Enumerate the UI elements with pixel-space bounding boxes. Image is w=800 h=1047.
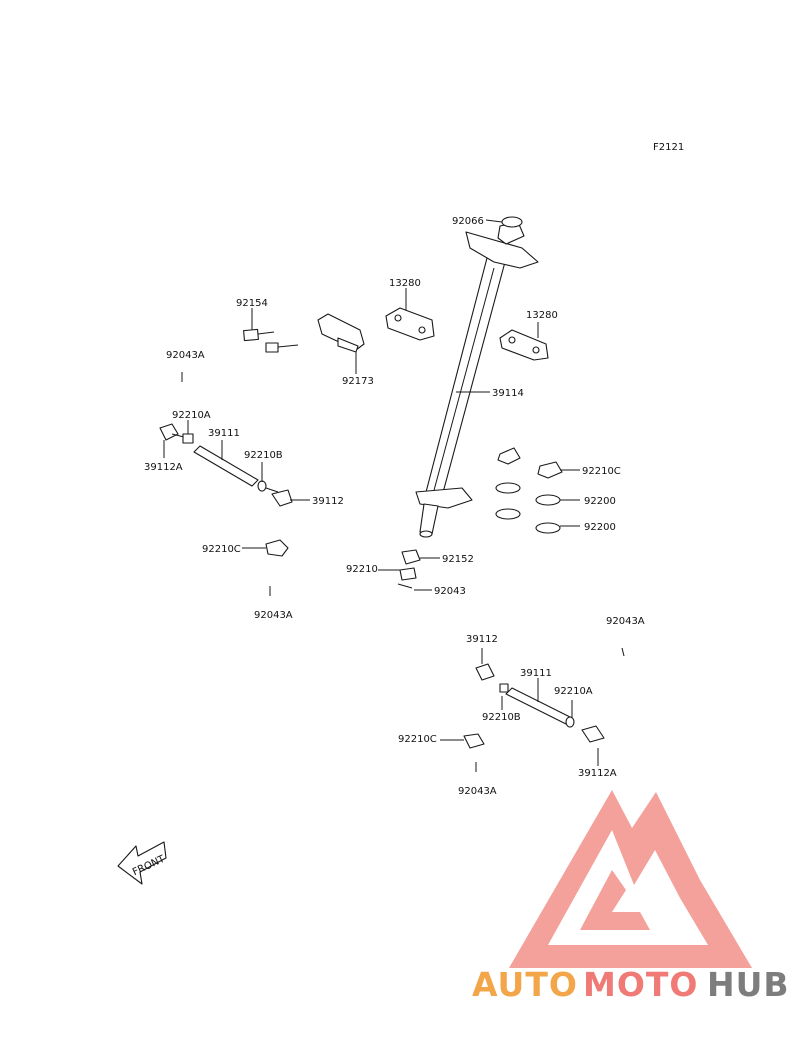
cotter-pins	[181, 372, 625, 772]
callout-92043a-right: 92043A	[606, 616, 645, 627]
callout-92154: 92154	[236, 298, 268, 309]
callout-13280-right: 13280	[526, 310, 558, 321]
callout-92043a-top: 92043A	[166, 350, 205, 361]
plate-part-92173	[317, 313, 365, 353]
callout-39112-right: 39112	[466, 634, 498, 645]
callout-92043: 92043	[434, 586, 466, 597]
bolt-part-92154	[243, 328, 299, 353]
callout-92173: 92173	[342, 376, 374, 387]
watermark-triangle-notch	[580, 870, 650, 930]
callout-92152: 92152	[442, 554, 474, 565]
callout-92066: 92066	[452, 216, 484, 227]
callout-92200-lower: 92200	[584, 522, 616, 533]
callout-92200-upper: 92200	[584, 496, 616, 507]
callout-39112a-left: 39112A	[144, 462, 183, 473]
callout-92210a-right: 92210A	[554, 686, 593, 697]
front-direction-arrow: FRONT	[117, 841, 167, 885]
watermark-moto: MOTO	[583, 965, 698, 1004]
callout-92210: 92210	[346, 564, 378, 575]
watermark-hub: HUB	[707, 965, 790, 1004]
callout-92210b-right: 92210B	[482, 712, 521, 723]
callout-92210b-left: 92210B	[244, 450, 283, 461]
tie-rod-right	[463, 663, 605, 749]
nut-washer-group	[265, 447, 563, 581]
watermark-logo: AUTO MOTO HUB	[472, 790, 790, 1004]
callout-13280-upper: 13280	[389, 278, 421, 289]
clamp-part-upper	[385, 307, 435, 341]
leader-lines	[163, 219, 599, 766]
watermark-auto: AUTO	[472, 965, 578, 1004]
tie-rod-left	[159, 423, 293, 507]
callout-39112a-right: 39112A	[578, 768, 617, 779]
callout-92043a-mid: 92043A	[254, 610, 293, 621]
callout-39111-left: 39111	[208, 428, 240, 439]
callout-39114: 39114	[492, 388, 524, 399]
callout-92210a-left: 92210A	[172, 410, 211, 421]
callout-labels: 92066 13280 92154 13280 92043A 92173 391…	[144, 216, 645, 797]
callout-39111-right: 39111	[520, 668, 552, 679]
callout-92210c-right: 92210C	[582, 466, 621, 477]
callout-92043a-bottom: 92043A	[458, 786, 497, 797]
callout-92210c-left: 92210C	[202, 544, 241, 555]
callout-92210c-bottom: 92210C	[398, 734, 437, 745]
clamp-part-right	[499, 329, 549, 361]
figure-code: F2121	[653, 142, 684, 153]
callout-39112-left: 39112	[312, 496, 344, 507]
